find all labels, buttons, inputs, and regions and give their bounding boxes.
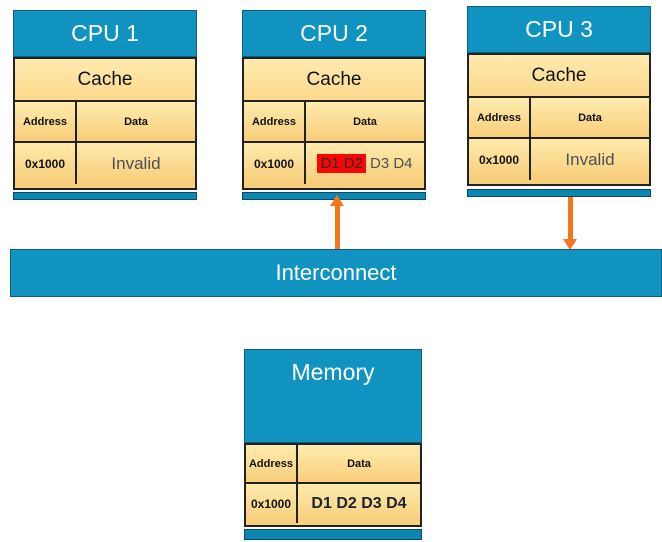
cpu1-header: CPU 1	[13, 10, 197, 57]
cpu2-header: CPU 2	[242, 10, 426, 57]
memory-data-cell: D1 D2 D3 D4	[298, 484, 420, 523]
cpu3-data-column-header: Data	[531, 98, 649, 137]
cpu2-cache-label: Cache	[244, 59, 424, 100]
memory-bottom-strip	[244, 529, 422, 540]
cpu2-remaining-data: D3 D4	[370, 155, 413, 172]
cpu3-data-cell: Invalid	[531, 139, 649, 180]
cpu3-column-header-row: Address Data	[469, 96, 649, 137]
cpu2-address-column-header: Address	[244, 102, 306, 141]
cpu2-cache-table: Cache Address Data 0x1000 D1 D2 D3 D4	[242, 57, 426, 190]
cpu1-column-header-row: Address Data	[15, 100, 195, 141]
cpu1-cache-entry-row: 0x1000 Invalid	[15, 141, 195, 184]
cpu2-data-column-header: Data	[306, 102, 424, 141]
memory-header: Memory	[244, 349, 422, 443]
cpu3-box: CPU 3 Cache Address Data 0x1000 Invalid	[467, 6, 651, 197]
cpu1-data-column-header: Data	[77, 102, 195, 141]
memory-address-column-header: Address	[246, 445, 298, 482]
cpu2-box: CPU 2 Cache Address Data 0x1000 D1 D2 D3…	[242, 10, 426, 200]
memory-address-cell: 0x1000	[246, 484, 298, 523]
cpu3-header: CPU 3	[467, 6, 651, 53]
cpu1-bottom-strip	[13, 192, 197, 200]
interconnect-label: Interconnect	[275, 260, 397, 285]
cpu2-column-header-row: Address Data	[244, 100, 424, 141]
memory-entry-row: 0x1000 D1 D2 D3 D4	[246, 482, 420, 523]
cpu2-cache-entry-row: 0x1000 D1 D2 D3 D4	[244, 141, 424, 184]
memory-title: Memory	[291, 359, 375, 385]
cpu2-address-cell: 0x1000	[244, 143, 306, 184]
cpu3-bottom-strip	[467, 189, 651, 197]
cpu2-data-cell: D1 D2 D3 D4	[306, 143, 424, 184]
cpu1-title: CPU 1	[71, 20, 139, 46]
cpu1-data-cell: Invalid	[77, 143, 195, 184]
cpu1-address-cell: 0x1000	[15, 143, 77, 184]
interconnect-bar: Interconnect	[10, 249, 662, 297]
cpu3-title: CPU 3	[525, 16, 593, 42]
memory-table: Address Data 0x1000 D1 D2 D3 D4	[244, 443, 422, 527]
cpu1-cache-label: Cache	[15, 59, 195, 100]
cpu2-interconnect-connector-line	[335, 204, 340, 249]
cpu2-highlighted-data: D1 D2	[317, 154, 366, 173]
cpu3-cache-label: Cache	[469, 55, 649, 96]
memory-column-header-row: Address Data	[246, 445, 420, 482]
arrow-down-icon	[563, 239, 577, 250]
cpu3-cache-entry-row: 0x1000 Invalid	[469, 137, 649, 180]
arrow-up-icon	[330, 195, 344, 206]
cpu1-cache-table: Cache Address Data 0x1000 Invalid	[13, 57, 197, 190]
memory-box: Memory Address Data 0x1000 D1 D2 D3 D4	[244, 349, 422, 540]
cpu2-title: CPU 2	[300, 20, 368, 46]
cpu3-cache-table: Cache Address Data 0x1000 Invalid	[467, 53, 651, 186]
memory-data-column-header: Data	[298, 445, 420, 482]
cpu3-interconnect-connector-line	[568, 197, 573, 241]
cpu1-box: CPU 1 Cache Address Data 0x1000 Invalid	[13, 10, 197, 200]
cpu3-address-cell: 0x1000	[469, 139, 531, 180]
cpu1-address-column-header: Address	[15, 102, 77, 141]
cpu3-address-column-header: Address	[469, 98, 531, 137]
